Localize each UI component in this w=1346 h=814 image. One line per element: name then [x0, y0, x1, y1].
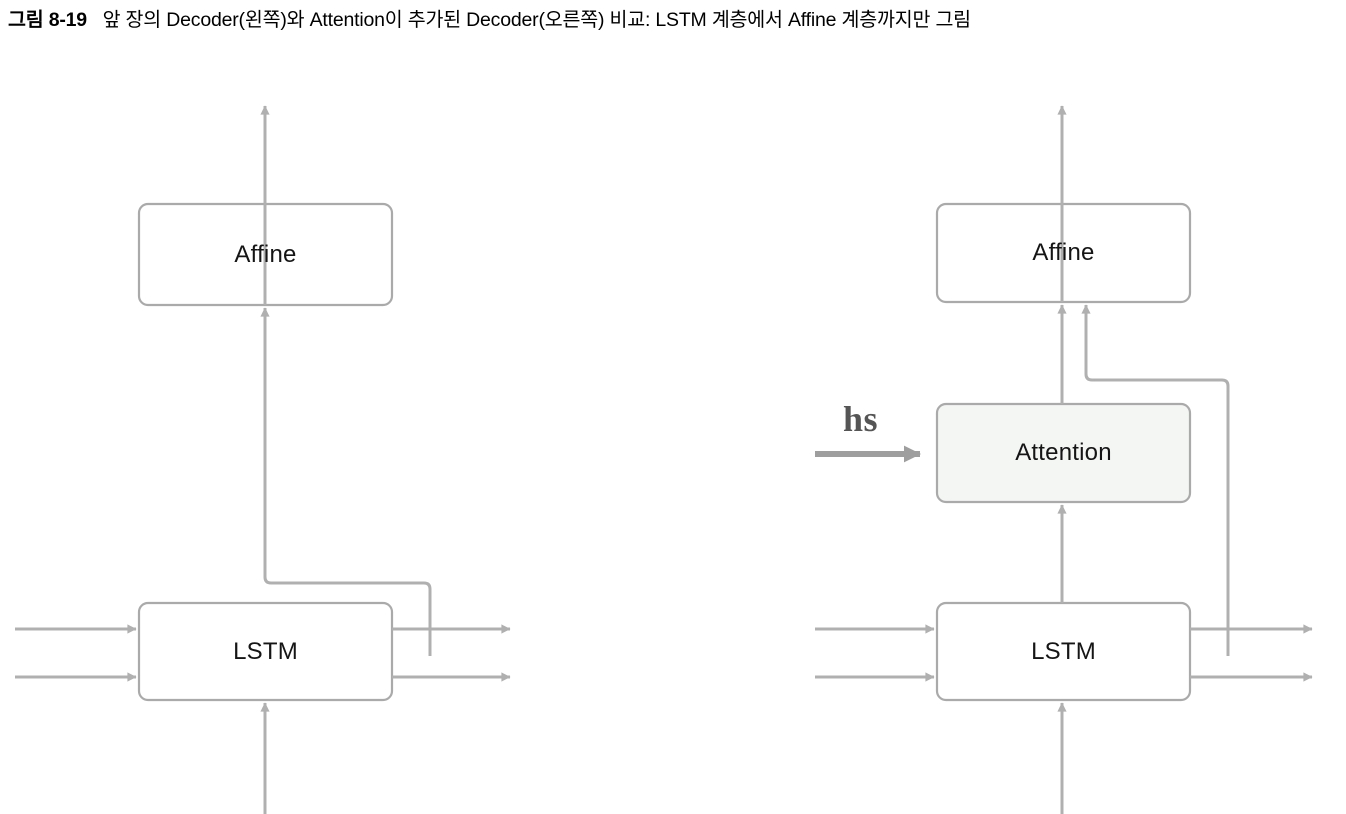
- left-lstm-to-affine-arrow: [260, 307, 432, 656]
- right-lstm-box[interactable]: [935, 601, 1192, 702]
- figure-caption: 그림 8-19 앞 장의 Decoder(왼쪽)와 Attention이 추가된…: [8, 2, 1340, 38]
- right-diagram: [815, 105, 1313, 814]
- figure-caption-text: 앞 장의 Decoder(왼쪽)와 Attention이 추가된 Decoder…: [92, 9, 972, 31]
- left-diagram: [15, 105, 511, 814]
- figure-caption-number: 그림 8-19: [8, 9, 87, 31]
- right-lstm-to-affine-skip-arrow: [1081, 304, 1230, 656]
- right-attention-box[interactable]: [935, 402, 1192, 504]
- left-lstm-box[interactable]: [137, 601, 394, 702]
- hs-input-label: hs: [843, 399, 879, 439]
